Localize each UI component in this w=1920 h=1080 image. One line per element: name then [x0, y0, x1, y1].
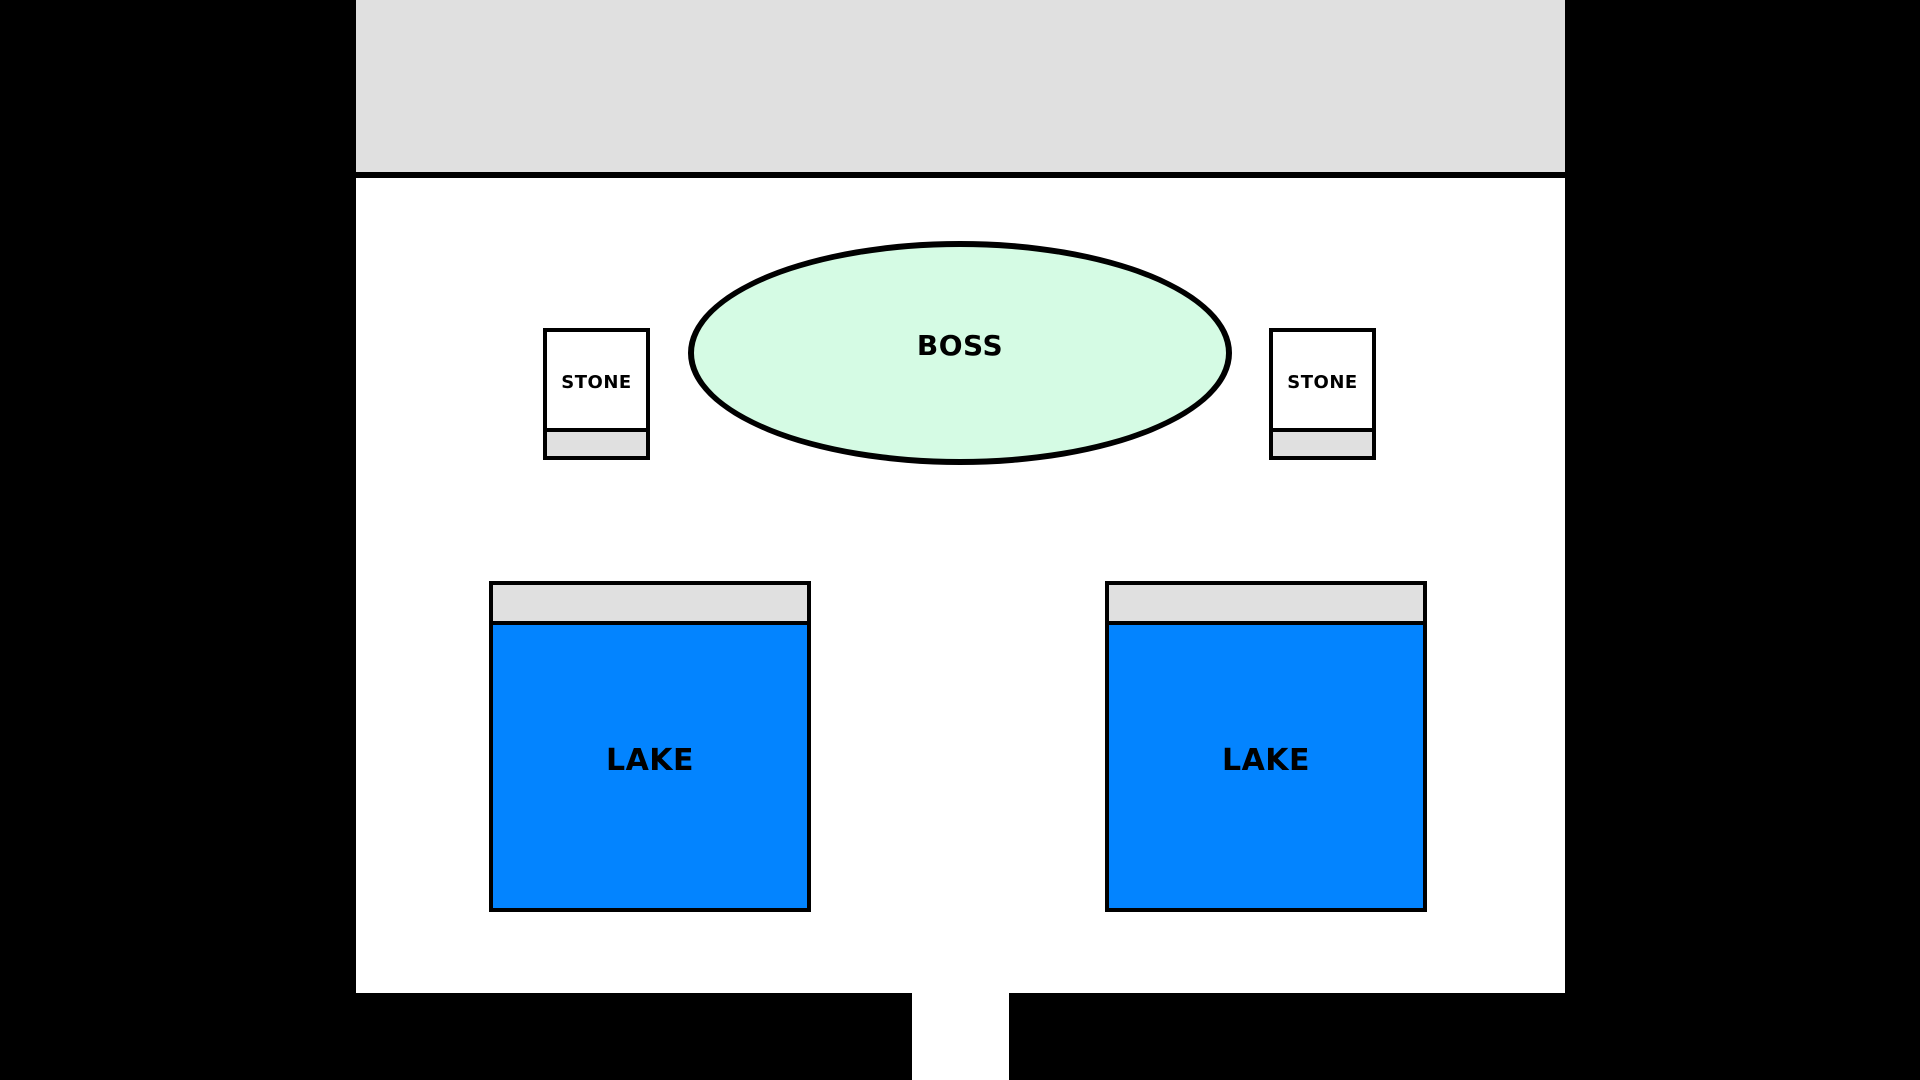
stone-right-base — [1273, 428, 1372, 456]
lake-left[interactable]: LAKE — [489, 581, 811, 912]
north-wall — [356, 0, 1565, 172]
stone-right-label: STONE — [1287, 372, 1358, 393]
north-wall-edge — [356, 172, 1565, 178]
stone-right[interactable]: STONE — [1269, 328, 1376, 460]
lake-right[interactable]: LAKE — [1105, 581, 1427, 912]
boss-zone[interactable]: BOSS — [688, 241, 1232, 465]
lake-left-label: LAKE — [605, 743, 695, 778]
stone-left-base — [547, 428, 646, 456]
boss-label: BOSS — [916, 329, 1004, 362]
stone-left[interactable]: STONE — [543, 328, 650, 460]
lake-left-shore — [493, 585, 807, 625]
lake-right-label: LAKE — [1221, 743, 1311, 778]
lake-right-shore — [1109, 585, 1423, 625]
stone-left-label: STONE — [561, 372, 632, 393]
south-entrance — [912, 993, 1009, 1080]
